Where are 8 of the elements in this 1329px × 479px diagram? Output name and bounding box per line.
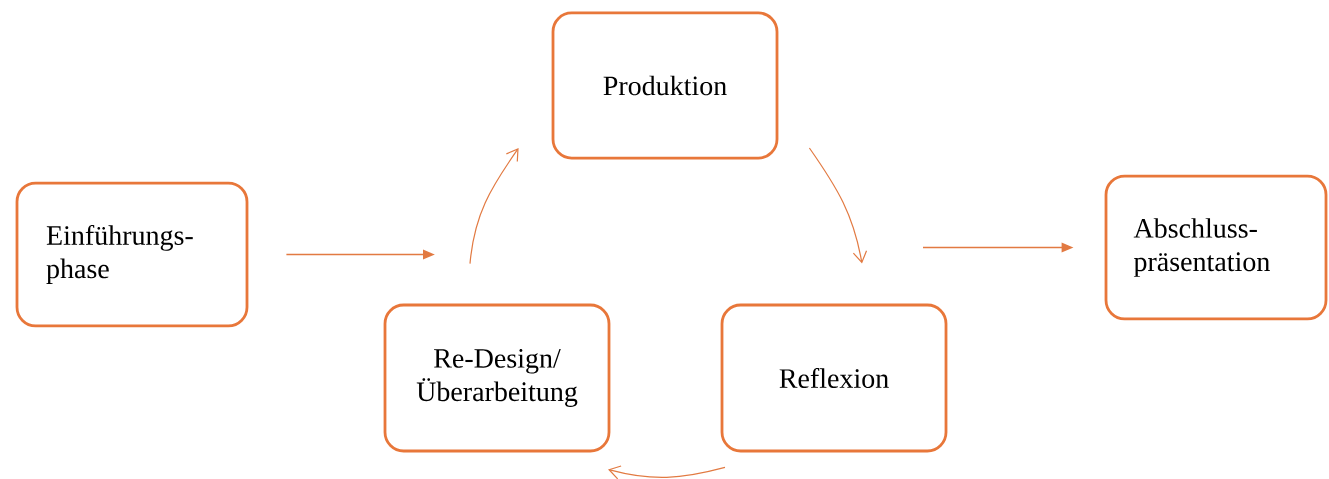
process-box: Re-Design/ Überarbeitung — [383, 303, 611, 453]
arrow — [608, 465, 726, 479]
process-box: Einführungs- phase — [15, 181, 249, 328]
process-box: Produktion — [551, 11, 779, 160]
arrow — [808, 147, 868, 264]
process-box: Reflexion — [720, 303, 948, 453]
process-box: Abschluss- präsentation — [1104, 174, 1328, 321]
arrow — [469, 148, 519, 265]
